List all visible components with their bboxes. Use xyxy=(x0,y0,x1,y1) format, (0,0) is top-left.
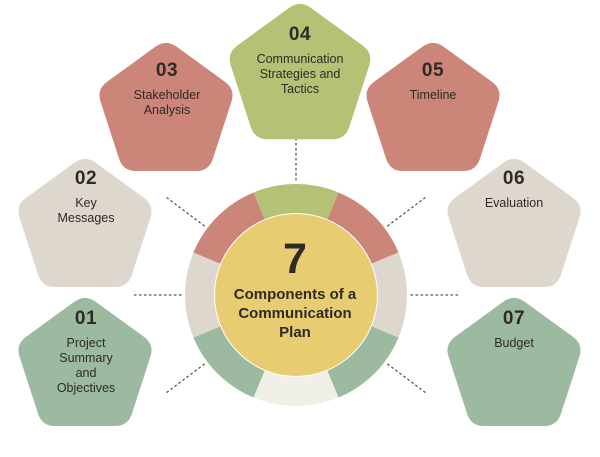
ring-segment-03 xyxy=(193,192,265,264)
node-shape-05[interactable] xyxy=(366,42,500,172)
ring-segment-01 xyxy=(193,326,265,398)
ring-segment-02 xyxy=(185,252,221,338)
node-shape-07[interactable] xyxy=(447,297,581,427)
connector-line-7 xyxy=(387,363,427,394)
ring-segment-04 xyxy=(253,184,339,220)
ring-segment-07 xyxy=(327,326,399,398)
connector-line-1 xyxy=(165,196,205,227)
connector-line-3 xyxy=(165,363,205,394)
hub-circle xyxy=(215,214,377,376)
node-shape-02[interactable] xyxy=(18,158,152,288)
node-shape-04[interactable] xyxy=(229,3,371,140)
ring-segment-05 xyxy=(327,192,399,264)
node-shape-01[interactable] xyxy=(18,297,152,427)
ring-segment-bottom xyxy=(253,370,339,406)
connector-line-5 xyxy=(387,196,427,227)
node-shape-06[interactable] xyxy=(447,158,581,288)
node-shape-03[interactable] xyxy=(99,42,233,172)
ring-segment-06 xyxy=(371,252,408,338)
